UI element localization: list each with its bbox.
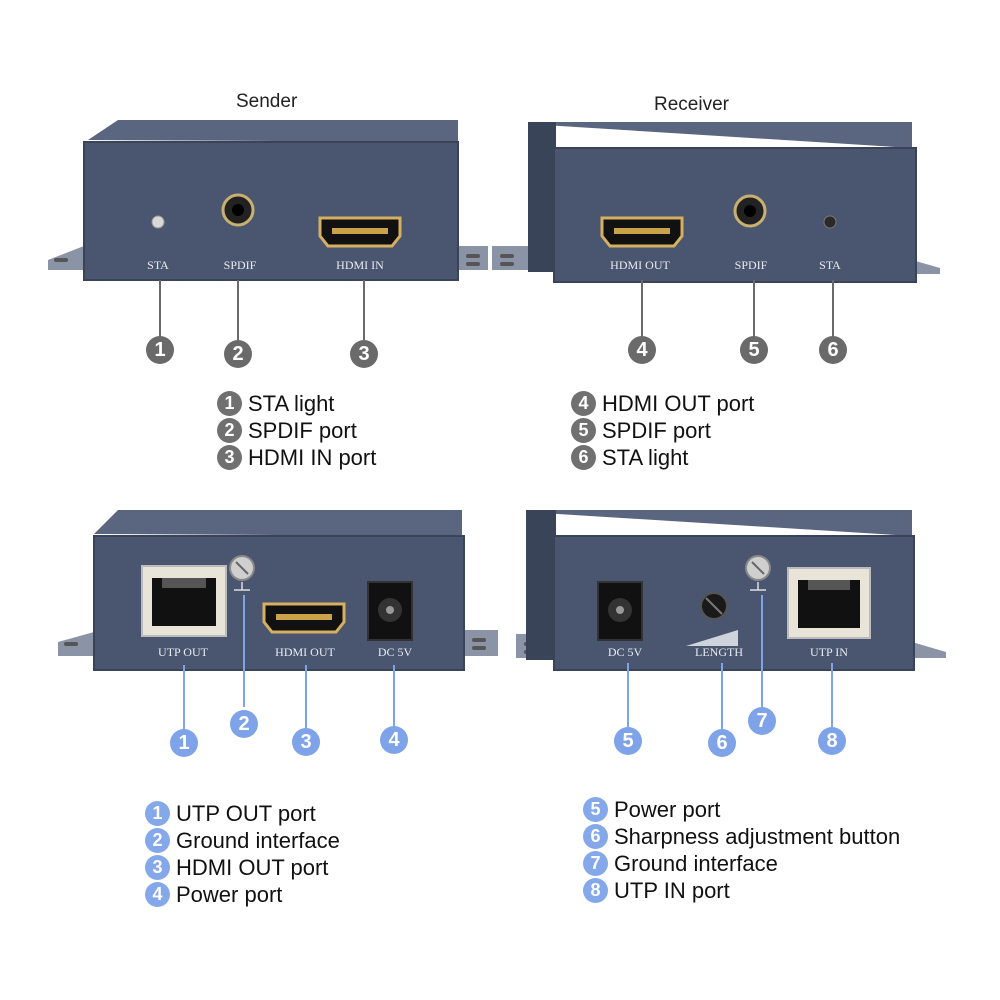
marker-7: 7 xyxy=(748,707,776,735)
marker-3: 3 xyxy=(292,728,320,756)
leader-line xyxy=(183,665,185,731)
label-spdif: SPDIF xyxy=(734,258,768,272)
leader-line xyxy=(641,280,643,338)
dc-jack xyxy=(597,581,643,641)
marker-8: 8 xyxy=(818,727,846,755)
marker-4: 4 xyxy=(628,336,656,364)
sender-rear-device xyxy=(58,510,498,671)
leader-line xyxy=(393,665,395,729)
legend-badge: 1 xyxy=(145,801,170,826)
marker-6: 6 xyxy=(819,336,847,364)
leader-line xyxy=(363,280,365,340)
legend-text: Sharpness adjustment button xyxy=(614,823,901,849)
label-dc-5v: DC 5V xyxy=(607,645,643,659)
legend-text: STA light xyxy=(602,444,689,470)
legend-badge: 4 xyxy=(145,882,170,907)
label-hdmi-out: HDMI OUT xyxy=(610,258,670,272)
label-hdmi-in: HDMI IN xyxy=(336,258,384,272)
label-sta: STA xyxy=(147,258,169,272)
sender-front-device xyxy=(48,120,488,281)
sender-title: Sender xyxy=(236,91,298,112)
marker-5: 5 xyxy=(740,336,768,364)
legend-badge: 7 xyxy=(583,851,608,876)
legend-badge: 4 xyxy=(571,391,596,416)
legend-badge: 5 xyxy=(571,418,596,443)
label-utp-out: UTP OUT xyxy=(158,645,208,659)
label-spdif: SPDIF xyxy=(223,258,257,272)
label-hdmi-out: HDMI OUT xyxy=(275,645,335,659)
legend-text: Power port xyxy=(614,796,721,822)
marker-2: 2 xyxy=(224,340,252,368)
legend-badge: 2 xyxy=(217,418,242,443)
marker-6: 6 xyxy=(708,729,736,757)
sta-led xyxy=(823,215,837,229)
legend-badge: 6 xyxy=(583,824,608,849)
legend-text: HDMI IN port xyxy=(248,444,377,470)
legend-badge: 3 xyxy=(217,445,242,470)
leader-line xyxy=(831,663,833,729)
label-utp-in: UTP IN xyxy=(810,645,848,659)
leader-line xyxy=(753,280,755,338)
legend-text: UTP IN port xyxy=(614,877,730,903)
receiver-rear-device xyxy=(516,510,946,671)
length-wedge xyxy=(686,630,738,646)
leader-line xyxy=(237,280,239,340)
legend-badge: 1 xyxy=(217,391,242,416)
leader-line xyxy=(627,663,629,729)
legend-text: HDMI OUT port xyxy=(176,854,329,880)
leader-line xyxy=(159,280,161,340)
legend-badge: 6 xyxy=(571,445,596,470)
legend-text: UTP OUT port xyxy=(176,800,316,826)
label-dc-5v: DC 5V xyxy=(377,645,413,659)
leader-line xyxy=(832,280,834,338)
label-length: LENGTH xyxy=(695,645,743,659)
marker-3: 3 xyxy=(350,340,378,368)
legend-badge: 8 xyxy=(583,878,608,903)
legend-text: SPDIF port xyxy=(248,417,357,443)
marker-1: 1 xyxy=(170,729,198,757)
marker-1: 1 xyxy=(146,336,174,364)
marker-4: 4 xyxy=(380,726,408,754)
legend-text: Ground interface xyxy=(176,827,340,853)
leader-line xyxy=(721,663,723,731)
legend-text: Ground interface xyxy=(614,850,778,876)
legend-badge: 5 xyxy=(583,797,608,822)
receiver-front-device xyxy=(492,122,940,283)
legend-badge: 3 xyxy=(145,855,170,880)
leader-line xyxy=(761,595,763,707)
legend-text: SPDIF port xyxy=(602,417,711,443)
receiver-title: Receiver xyxy=(654,94,729,115)
legend-text: STA light xyxy=(248,390,335,416)
leader-line xyxy=(243,595,245,707)
legend-text: Power port xyxy=(176,881,283,907)
marker-5: 5 xyxy=(614,727,642,755)
legend-text: HDMI OUT port xyxy=(602,390,755,416)
sta-led xyxy=(151,215,165,229)
legend-badge: 2 xyxy=(145,828,170,853)
leader-line xyxy=(305,665,307,731)
marker-2: 2 xyxy=(230,710,258,738)
label-sta: STA xyxy=(819,258,841,272)
